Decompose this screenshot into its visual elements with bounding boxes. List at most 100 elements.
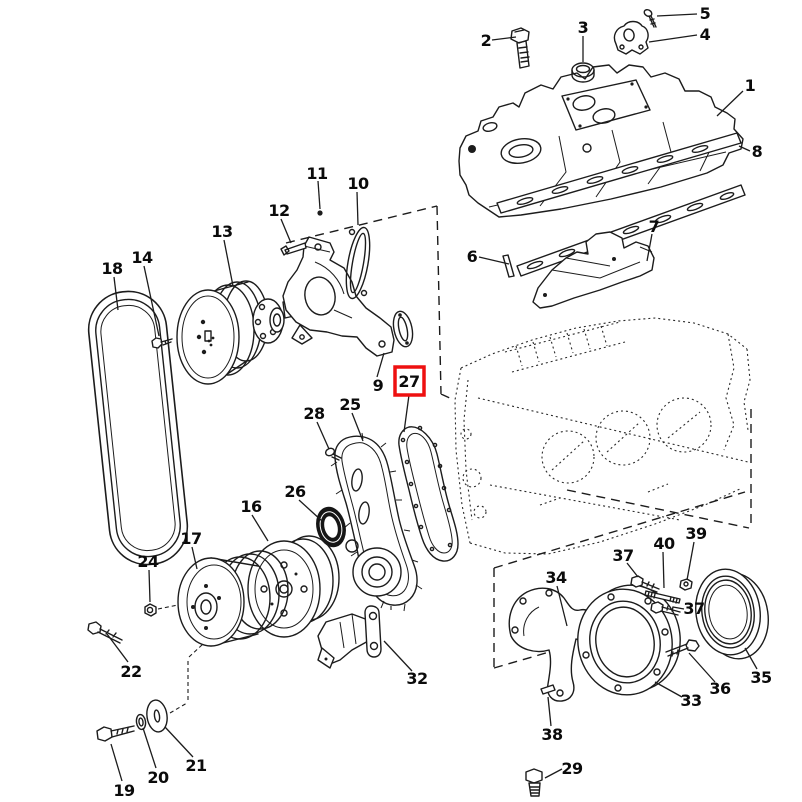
callout-label[interactable]: 4	[700, 25, 712, 44]
leader-line	[662, 551, 665, 589]
callout-label[interactable]: 2	[481, 31, 492, 50]
leader-line	[626, 562, 639, 578]
callout-9[interactable]: 9	[373, 352, 385, 395]
callout-27-selected[interactable]: 27	[393, 365, 426, 433]
callout-label[interactable]: 34	[545, 568, 567, 587]
balancer-nut	[144, 603, 157, 617]
callout-17[interactable]: 17	[180, 529, 202, 570]
callout-label[interactable]: 1	[745, 76, 757, 95]
leader-line	[110, 743, 123, 782]
leader-line	[223, 239, 234, 287]
callout-label[interactable]: 21	[185, 756, 207, 775]
callout-18[interactable]: 18	[101, 259, 124, 311]
callout-label[interactable]: 10	[347, 174, 369, 193]
callout-label[interactable]: 40	[653, 534, 675, 553]
callout-label[interactable]: 25	[339, 395, 361, 414]
leader-line	[148, 569, 151, 603]
callout-label[interactable]: 11	[306, 164, 328, 183]
callout-label[interactable]: 37	[612, 546, 634, 565]
callout-label[interactable]: 22	[120, 662, 142, 681]
callout-36[interactable]: 36	[688, 652, 732, 698]
alignment-dowel	[540, 684, 556, 695]
callout-20[interactable]: 20	[142, 727, 170, 787]
engine-mount-bracket	[317, 605, 382, 669]
callout-label[interactable]: 9	[373, 376, 385, 395]
callout-label[interactable]: 12	[268, 201, 290, 220]
callout-37-upper[interactable]: 37	[612, 546, 639, 578]
callout-2[interactable]: 2	[481, 31, 517, 50]
callout-10[interactable]: 10	[347, 174, 370, 226]
crank-bolt-washer	[135, 713, 147, 731]
selected-part-highlight-box	[393, 365, 426, 397]
callout-label[interactable]: 3	[578, 18, 589, 37]
callout-37-lower[interactable]: 37	[672, 599, 705, 618]
callout-39[interactable]: 39	[685, 524, 708, 581]
callout-label[interactable]: 16	[240, 497, 262, 516]
callout-label[interactable]: 7	[649, 217, 660, 236]
callout-21[interactable]: 21	[164, 726, 208, 775]
leader-line	[143, 265, 160, 337]
callout-16[interactable]: 16	[240, 497, 269, 542]
callout-26[interactable]: 26	[284, 482, 323, 522]
leader-line	[688, 652, 716, 683]
bracket-screw	[643, 9, 657, 28]
callout-11[interactable]: 11	[306, 164, 329, 210]
callout-25[interactable]: 25	[339, 395, 364, 442]
callout-35[interactable]: 35	[744, 647, 773, 687]
callout-7[interactable]: 7	[646, 217, 660, 262]
callout-label[interactable]: 18	[101, 259, 123, 278]
callout-label[interactable]: 14	[131, 248, 153, 267]
callout-13[interactable]: 13	[211, 222, 234, 287]
callout-label[interactable]: 8	[752, 142, 764, 161]
leader-line	[716, 90, 744, 117]
intake-manifold	[458, 64, 744, 218]
callout-label[interactable]: 35	[750, 668, 772, 687]
callout-4[interactable]: 4	[648, 25, 712, 44]
callout-1[interactable]: 1	[716, 76, 757, 117]
callout-label[interactable]: 33	[680, 691, 702, 710]
callout-8[interactable]: 8	[738, 142, 764, 161]
callout-3[interactable]: 3	[578, 18, 589, 62]
callout-32[interactable]: 32	[383, 640, 428, 688]
callout-22[interactable]: 22	[106, 633, 142, 681]
callout-label[interactable]: 26	[284, 482, 306, 501]
water-pump-pulley	[176, 280, 269, 385]
callout-14[interactable]: 14	[131, 248, 160, 337]
callout-label[interactable]: 6	[467, 247, 479, 266]
retainer-bolt-lower	[650, 601, 681, 616]
callout-label[interactable]: 17	[180, 529, 202, 548]
callout-24[interactable]: 24	[137, 552, 160, 603]
callout-34[interactable]: 34	[545, 568, 568, 627]
callout-label[interactable]: 28	[303, 404, 325, 423]
callout-label[interactable]: 13	[211, 222, 233, 241]
callout-5[interactable]: 5	[656, 4, 712, 23]
callout-label[interactable]: 38	[541, 725, 563, 744]
callout-label[interactable]: 39	[685, 524, 707, 543]
leader-line	[251, 514, 269, 542]
callout-label[interactable]: 36	[709, 679, 731, 698]
callout-40[interactable]: 40	[653, 534, 676, 589]
retainer-bolt-upper	[630, 575, 660, 593]
callout-33[interactable]: 33	[654, 681, 702, 710]
callout-label[interactable]: 5	[700, 4, 712, 23]
crank-pulley-washer	[146, 699, 168, 733]
leader-line	[686, 541, 695, 581]
leader-line	[556, 585, 568, 627]
callout-38[interactable]: 38	[541, 696, 564, 744]
callout-label[interactable]: 29	[561, 759, 583, 778]
harmonic-balancer	[177, 550, 289, 647]
callout-28[interactable]: 28	[303, 404, 330, 450]
callout-12[interactable]: 12	[268, 201, 292, 244]
callout-19[interactable]: 19	[110, 743, 136, 800]
callout-label[interactable]: 24	[137, 552, 159, 571]
leader-line	[478, 256, 510, 265]
callout-label[interactable]: 19	[113, 781, 135, 800]
callout-29[interactable]: 29	[544, 759, 584, 779]
callout-label[interactable]: 37	[683, 599, 705, 618]
callout-label[interactable]: 32	[406, 669, 428, 688]
retainer-nut	[679, 578, 693, 591]
callout-6[interactable]: 6	[467, 247, 510, 266]
callout-label[interactable]: 20	[147, 768, 169, 787]
callout-label[interactable]: 27	[398, 372, 420, 391]
